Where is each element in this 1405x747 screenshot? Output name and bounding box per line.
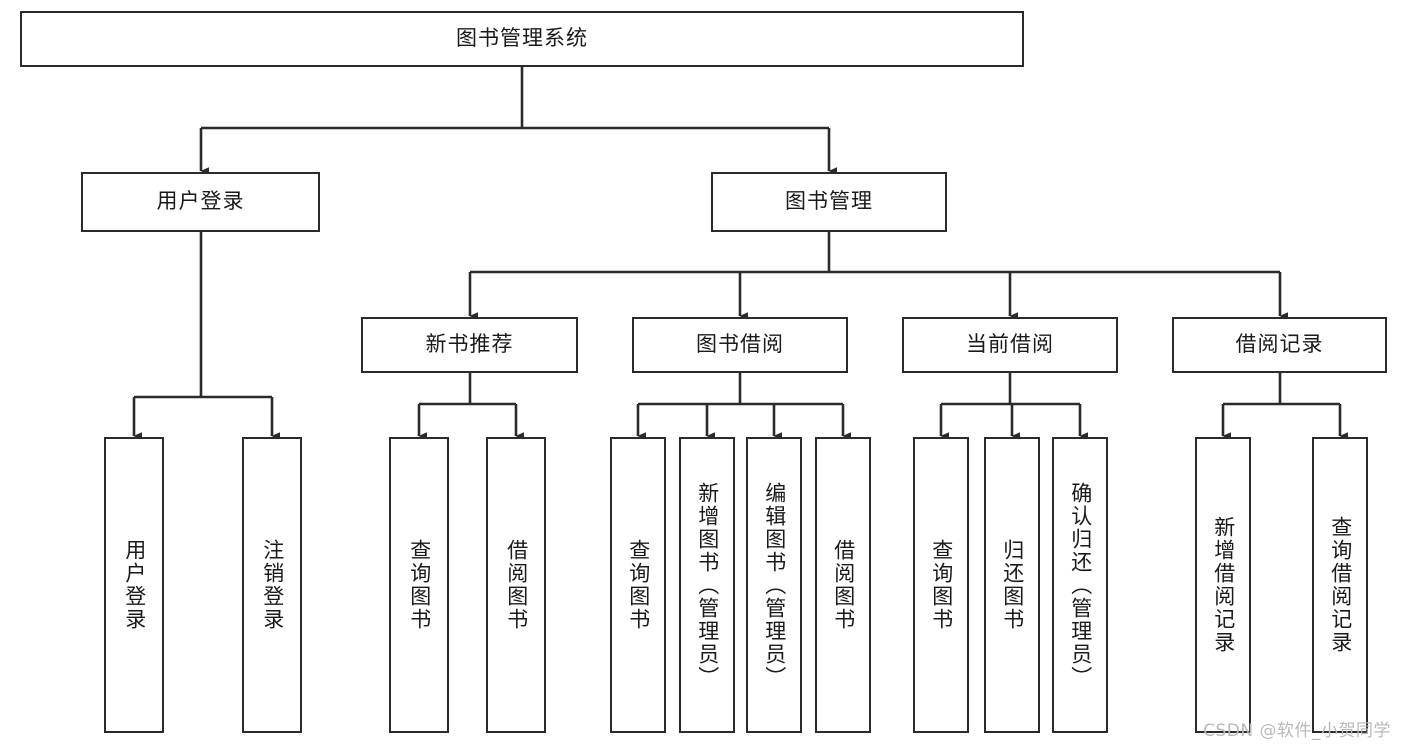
node-label-borrow_record: 借阅记录 (1235, 332, 1324, 357)
node-leaf_query_book_c[interactable]: 查询图书 (913, 437, 969, 733)
node-leaf_borrow_book_b[interactable]: 借阅图书 (815, 437, 871, 733)
node-label-leaf_add_record: 新增借阅记录 (1211, 516, 1236, 654)
node-label-root: 图书管理系统 (456, 26, 588, 51)
node-current_borrow[interactable]: 当前借阅 (902, 317, 1118, 373)
node-label-leaf_query_book_c: 查询图书 (929, 539, 954, 631)
node-leaf_user_login[interactable]: 用户登录 (104, 437, 164, 733)
node-user_login[interactable]: 用户登录 (81, 172, 320, 232)
node-leaf_user_logout[interactable]: 注销登录 (242, 437, 302, 733)
node-borrow_record[interactable]: 借阅记录 (1172, 317, 1387, 373)
node-book_manage[interactable]: 图书管理 (711, 172, 947, 232)
csdn-watermark: CSDN @软件_小贺同学 (1203, 721, 1391, 741)
node-label-leaf_borrow_book_a: 借阅图书 (504, 539, 529, 631)
node-label-leaf_edit_book: 编辑图书（管理员） (762, 481, 787, 689)
node-label-leaf_confirm_return: 确认归还（管理员） (1068, 481, 1093, 689)
node-leaf_confirm_return[interactable]: 确认归还（管理员） (1052, 437, 1108, 733)
node-label-leaf_add_book: 新增图书（管理员） (695, 481, 720, 689)
node-label-leaf_user_logout: 注销登录 (260, 539, 285, 631)
node-label-leaf_query_book_a: 查询图书 (407, 539, 432, 631)
node-label-leaf_return_book: 归还图书 (1000, 539, 1025, 631)
node-label-leaf_borrow_book_b: 借阅图书 (831, 539, 856, 631)
node-label-book_manage: 图书管理 (785, 189, 873, 214)
node-label-leaf_user_login: 用户登录 (122, 539, 147, 631)
node-leaf_query_book_b[interactable]: 查询图书 (610, 437, 666, 733)
node-leaf_borrow_book_a[interactable]: 借阅图书 (486, 437, 546, 733)
node-label-book_borrow: 图书借阅 (696, 332, 784, 357)
node-leaf_query_book_a[interactable]: 查询图书 (389, 437, 449, 733)
node-leaf_edit_book[interactable]: 编辑图书（管理员） (746, 437, 802, 733)
node-root[interactable]: 图书管理系统 (20, 11, 1024, 67)
node-label-leaf_query_record: 查询借阅记录 (1328, 516, 1353, 654)
node-leaf_add_book[interactable]: 新增图书（管理员） (679, 437, 735, 733)
node-book_borrow[interactable]: 图书借阅 (632, 317, 848, 373)
node-label-user_login: 用户登录 (156, 189, 245, 214)
node-label-new_book_rec: 新书推荐 (425, 332, 514, 357)
node-leaf_return_book[interactable]: 归还图书 (984, 437, 1040, 733)
node-leaf_query_record[interactable]: 查询借阅记录 (1312, 437, 1368, 733)
node-leaf_add_record[interactable]: 新增借阅记录 (1195, 437, 1251, 733)
node-label-leaf_query_book_b: 查询图书 (626, 539, 651, 631)
node-new_book_rec[interactable]: 新书推荐 (361, 317, 578, 373)
node-label-current_borrow: 当前借阅 (966, 332, 1054, 357)
